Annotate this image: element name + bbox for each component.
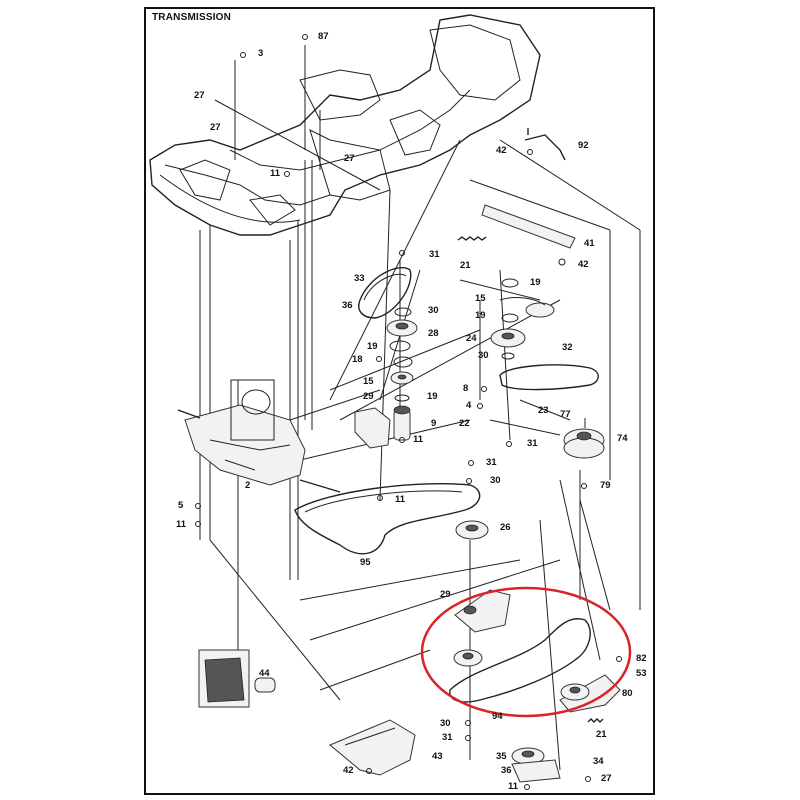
label-27: 27: [601, 773, 612, 784]
label-77: 77: [560, 409, 571, 420]
label-27: 27: [344, 153, 355, 164]
label-15: 15: [475, 293, 486, 304]
pulley-group-right: [490, 278, 555, 360]
pulley-28: [386, 307, 418, 368]
pulley-35: [511, 747, 561, 783]
label-21: 21: [596, 729, 607, 740]
label-53: 53: [636, 668, 647, 679]
chassis-frame: [149, 14, 541, 236]
belt-32: [499, 364, 599, 391]
label-36: 36: [501, 765, 512, 776]
label-27: 27: [210, 122, 221, 133]
label-42: 42: [578, 259, 589, 270]
bracket-92: [524, 128, 566, 161]
label-23: 23: [538, 405, 549, 416]
label-24: 24: [466, 333, 477, 344]
label-44: 44: [259, 668, 270, 679]
transmission-2: [177, 379, 341, 493]
callout-labels: 3 87 27 27 42 92 11 27 41 42 31 21 33 19…: [176, 31, 647, 792]
label-30: 30: [428, 305, 439, 316]
label-27: 27: [194, 90, 205, 101]
label-87: 87: [318, 31, 329, 42]
label-30: 30: [490, 475, 501, 486]
label-31: 31: [527, 438, 538, 449]
label-18: 18: [352, 354, 363, 365]
label-3: 3: [258, 48, 263, 59]
label-32: 32: [562, 342, 573, 353]
label-36: 36: [342, 300, 353, 311]
label-30: 30: [478, 350, 489, 361]
label-35: 35: [496, 751, 507, 762]
label-82: 82: [636, 653, 647, 664]
label-42: 42: [496, 145, 507, 156]
label-11: 11: [413, 434, 424, 445]
label-22: 22: [459, 418, 470, 429]
label-43: 43: [432, 751, 443, 762]
label-11: 11: [395, 494, 406, 505]
label-11: 11: [508, 781, 519, 792]
label-4: 4: [466, 400, 472, 411]
label-80: 80: [622, 688, 633, 699]
tension-rod-41: [481, 204, 576, 266]
label-19: 19: [427, 391, 438, 402]
spindle-9: [354, 394, 411, 449]
pulley-center-lower: [453, 649, 483, 667]
pulley-74: [563, 418, 605, 459]
label-74: 74: [617, 433, 628, 444]
label-79: 79: [600, 480, 611, 491]
label-2: 2: [245, 480, 250, 491]
label-29: 29: [363, 391, 374, 402]
pulley-belt-33: [358, 266, 412, 319]
label-5: 5: [178, 500, 184, 511]
spring-21-upper: [457, 236, 487, 241]
label-31: 31: [442, 732, 453, 743]
belt-94: [449, 618, 591, 703]
highlight-circle: [420, 586, 632, 718]
label-19: 19: [367, 341, 378, 352]
belt-95: [294, 483, 481, 555]
label-19: 19: [475, 310, 486, 321]
label-94: 94: [492, 711, 503, 722]
label-11: 11: [176, 519, 187, 530]
label-41: 41: [584, 238, 595, 249]
leader-lines: [199, 45, 641, 771]
label-11: 11: [270, 168, 281, 179]
label-33: 33: [354, 273, 365, 284]
label-9: 9: [431, 418, 436, 429]
label-8: 8: [463, 383, 468, 394]
label-95: 95: [360, 557, 371, 568]
label-34: 34: [593, 756, 604, 767]
label-28: 28: [428, 328, 439, 339]
label-31: 31: [486, 457, 497, 468]
fastener-markers: [195, 34, 622, 790]
label-92: 92: [578, 140, 589, 151]
bracket-29-lower: [454, 589, 511, 633]
cover-43: [329, 719, 416, 776]
label-19: 19: [530, 277, 541, 288]
label-15: 15: [363, 376, 374, 387]
label-31: 31: [429, 249, 440, 260]
pump-detail: [198, 649, 276, 708]
label-29: 29: [440, 589, 451, 600]
spring-21-lower: [587, 718, 604, 723]
label-30: 30: [440, 718, 451, 729]
label-21: 21: [460, 260, 471, 271]
diagram-title: TRANSMISSION: [152, 12, 232, 23]
label-42: 42: [343, 765, 354, 776]
label-26: 26: [500, 522, 511, 533]
pulley-15-upper: [390, 371, 414, 385]
pulley-26: [455, 520, 489, 540]
idler-80: [559, 674, 621, 713]
